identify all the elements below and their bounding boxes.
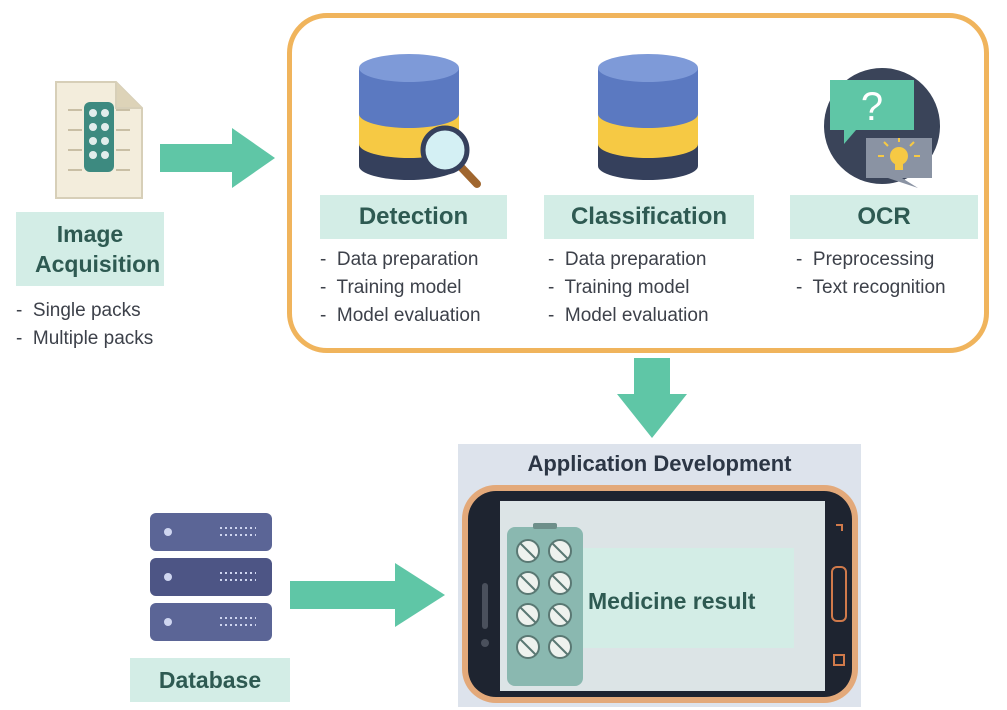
question-lightbulb-icon: ?	[822, 66, 944, 188]
list-item: Data preparation	[548, 246, 709, 274]
acquisition-list: Single packs Multiple packs	[16, 297, 153, 353]
server-stack-icon	[146, 513, 276, 643]
list-item: Data preparation	[320, 246, 481, 274]
list-item: Single packs	[16, 297, 153, 325]
modules-to-application-arrow	[617, 358, 687, 438]
list-item: Model evaluation	[548, 302, 709, 330]
image-acquisition-label: Image Acquisition	[16, 212, 164, 286]
list-item: Text recognition	[796, 274, 946, 302]
svg-text:?: ?	[861, 85, 883, 129]
acquisition-to-modules-arrow	[160, 128, 275, 188]
document-icon	[54, 80, 144, 200]
list-item: Multiple packs	[16, 325, 153, 353]
detection-label: Detection	[320, 195, 507, 239]
list-item: Model evaluation	[320, 302, 481, 330]
application-title: Application Development	[527, 451, 792, 476]
modules-panel	[287, 13, 989, 353]
database-icon	[595, 48, 701, 188]
list-item: Training model	[320, 274, 481, 302]
list-item: Preprocessing	[796, 246, 946, 274]
database-magnifier-icon	[357, 48, 482, 188]
classification-list: Data preparation Training model Model ev…	[548, 246, 709, 330]
database-to-application-arrow	[290, 563, 445, 627]
ocr-list: Preprocessing Text recognition	[796, 246, 946, 302]
detection-list: Data preparation Training model Model ev…	[320, 246, 481, 330]
database-label: Database	[130, 658, 290, 702]
classification-label: Classification	[544, 195, 754, 239]
pill-pack-icon	[505, 523, 585, 688]
ocr-label: OCR	[790, 195, 978, 239]
list-item: Training model	[548, 274, 709, 302]
medicine-result-text: Medicine result	[588, 588, 756, 614]
